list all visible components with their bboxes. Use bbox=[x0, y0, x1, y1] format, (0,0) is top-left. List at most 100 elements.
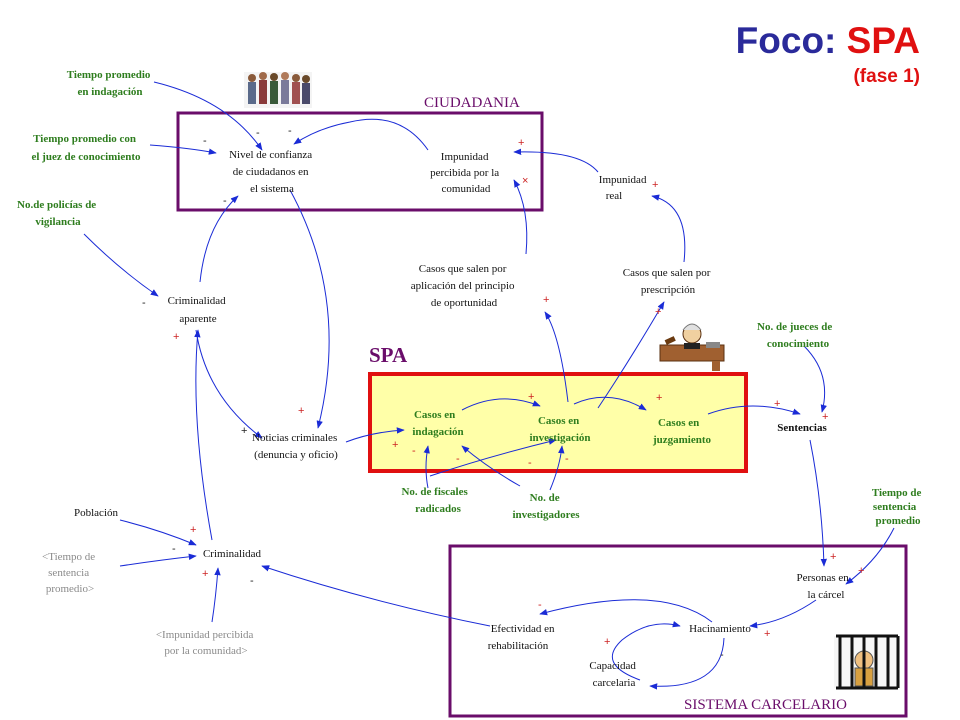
sign-minus: - bbox=[203, 135, 207, 147]
arrow-fiscales-investigacion bbox=[429, 438, 557, 477]
sign-minus: - bbox=[250, 575, 254, 587]
arrow-investigacion-oportunidad bbox=[544, 311, 569, 403]
sign-minus: - bbox=[538, 599, 542, 611]
var-impunidad-shadow: <Impunidad percibida por la comunidad> bbox=[156, 629, 256, 657]
var-casos-investigacion: Casos en investigación bbox=[529, 415, 590, 444]
var-policias: No.de policías de vigilancia bbox=[17, 199, 99, 228]
var-criminalidad: Criminalidad bbox=[203, 548, 262, 560]
var-tiempo-indagacion: Tiempo promedio en indagación bbox=[67, 69, 153, 98]
sign-minus: - bbox=[565, 453, 569, 465]
arrow-investigadores-indagacion bbox=[461, 445, 521, 487]
arrow-jueces-sentencias bbox=[803, 345, 827, 413]
var-investigadores: No. de investigadores bbox=[512, 492, 580, 521]
sign-minus: - bbox=[223, 195, 227, 207]
sign-minus: - bbox=[142, 297, 146, 309]
sign-plus: + bbox=[528, 391, 534, 403]
sign-plus: + bbox=[298, 405, 304, 417]
var-sentencias: Sentencias bbox=[777, 422, 827, 434]
page-title: Foco: SPA bbox=[736, 20, 920, 61]
sign-plus: + bbox=[655, 306, 661, 318]
var-casos-indagacion: Casos en indagación bbox=[412, 409, 463, 438]
ciudadania-box bbox=[176, 111, 544, 212]
polarity-signs: - - - - + × + + + - + + + + + + - - - - … bbox=[142, 125, 864, 661]
sign-plus: + bbox=[604, 636, 610, 648]
var-tiempo-juez: Tiempo promedio con el juez de conocimie… bbox=[31, 133, 141, 163]
arrow-confianza-noticias bbox=[289, 189, 330, 429]
arrow-oportunidad-impunidad bbox=[513, 179, 528, 255]
arrow-policias-criminalidad-aparente bbox=[83, 233, 159, 297]
sign-minus: - bbox=[172, 543, 176, 555]
spa-box bbox=[368, 372, 748, 473]
causal-arrows bbox=[83, 81, 895, 690]
sign-plus: + bbox=[652, 179, 658, 191]
sign-plus: + bbox=[764, 628, 770, 640]
var-confianza: Nivel de confianza de ciudadanos en el s… bbox=[229, 149, 315, 195]
arrow-criminalidad-aparente-confianza bbox=[199, 195, 239, 283]
judge-icon bbox=[659, 323, 725, 371]
arrow-hacinamiento-efectividad bbox=[539, 599, 713, 623]
arrow-investigacion-juzgamiento bbox=[573, 396, 647, 411]
arrow-personas-hacinamiento bbox=[749, 599, 817, 629]
var-impunidad-real: Impunidad real bbox=[599, 174, 649, 202]
sign-minus: - bbox=[412, 445, 416, 457]
sign-plus: + bbox=[241, 425, 247, 437]
arrow-hacinamiento-capacidad bbox=[649, 637, 725, 690]
var-personas-carcel: Personas en la cárcel bbox=[797, 572, 852, 601]
carcelario-label: SISTEMA CARCELARIO bbox=[684, 697, 847, 713]
sign-minus: - bbox=[528, 457, 532, 469]
arrow-impunidad-criminalidad bbox=[211, 567, 221, 623]
spa-label: SPA bbox=[369, 343, 408, 367]
sign-plus: + bbox=[774, 398, 780, 410]
arrow-impunidad-real-percibida bbox=[513, 148, 599, 173]
var-poblacion: Población bbox=[74, 507, 118, 519]
arrow-tiempo-sentencia-personas bbox=[845, 527, 895, 585]
arrow-poblacion-criminalidad bbox=[119, 519, 197, 546]
arrow-criminalidad-aparente bbox=[194, 329, 213, 541]
arrow-tiempo-sentencia-criminalidad bbox=[119, 553, 197, 567]
sign-minus: - bbox=[288, 125, 292, 137]
sign-plus: + bbox=[656, 392, 662, 404]
arrow-criminalidad-aparente-noticias bbox=[195, 329, 263, 439]
arrow-noticias-indagacion bbox=[345, 427, 405, 443]
sign-plus: + bbox=[518, 137, 524, 149]
sign-plus: + bbox=[822, 411, 828, 423]
arrow-juzgamiento-sentencias bbox=[707, 405, 801, 415]
ciudadania-label: CIUDADANIA bbox=[424, 95, 520, 111]
sign-plus: + bbox=[830, 551, 836, 563]
sign-plus: + bbox=[173, 331, 179, 343]
sign-minus: - bbox=[720, 649, 724, 661]
arrow-capacidad-hacinamiento-loop bbox=[611, 621, 681, 681]
arrow-impunidad-confianza bbox=[293, 118, 429, 151]
arrow-tiempo-juez-confianza bbox=[149, 144, 217, 155]
var-tiempo-sentencia-shadow: <Tiempo de sentencia promedio> bbox=[42, 551, 98, 595]
sign-plus: + bbox=[392, 439, 398, 451]
arrow-tiempo-indagacion-confianza bbox=[153, 81, 263, 151]
var-criminalidad-aparente: Criminalidad aparente bbox=[168, 295, 229, 325]
sign-plus: + bbox=[202, 568, 208, 580]
arrow-prescripcion-impunidad-real bbox=[651, 194, 686, 263]
var-impunidad-percibida: Impunidad percibida por la comunidad bbox=[430, 151, 502, 195]
var-principio-oportunidad: Casos que salen por aplicación del princ… bbox=[411, 263, 518, 309]
sign-cross: × bbox=[522, 175, 528, 187]
sign-plus: + bbox=[543, 294, 549, 306]
var-hacinamiento: Hacinamiento bbox=[689, 623, 751, 635]
sign-minus: - bbox=[456, 453, 460, 465]
var-tiempo-sentencia: Tiempo de sentencia promedio bbox=[872, 487, 924, 527]
page-subtitle: (fase 1) bbox=[853, 66, 920, 87]
arrow-investigacion-prescripcion bbox=[597, 301, 665, 409]
arrow-indagacion-investigacion bbox=[461, 398, 541, 411]
sign-plus: + bbox=[858, 565, 864, 577]
arrow-fiscales-indagacion bbox=[423, 445, 430, 489]
carcelario-box bbox=[448, 544, 908, 718]
var-efectividad: Efectividad en rehabilitación bbox=[488, 623, 558, 652]
arrow-efectividad-criminalidad bbox=[261, 565, 491, 627]
var-casos-juzgamiento: Casos en juzgamiento bbox=[652, 417, 712, 446]
sign-plus: + bbox=[190, 524, 196, 536]
arrow-sentencias-personas bbox=[809, 439, 827, 567]
prisoner-behind-bars-icon bbox=[834, 634, 900, 690]
var-capacidad: Capacidad carcelaria bbox=[589, 660, 638, 689]
var-jueces: No. de jueces de conocimiento bbox=[757, 321, 835, 350]
sign-minus: - bbox=[256, 127, 260, 139]
var-prescripcion: Casos que salen por prescripción bbox=[623, 267, 713, 296]
